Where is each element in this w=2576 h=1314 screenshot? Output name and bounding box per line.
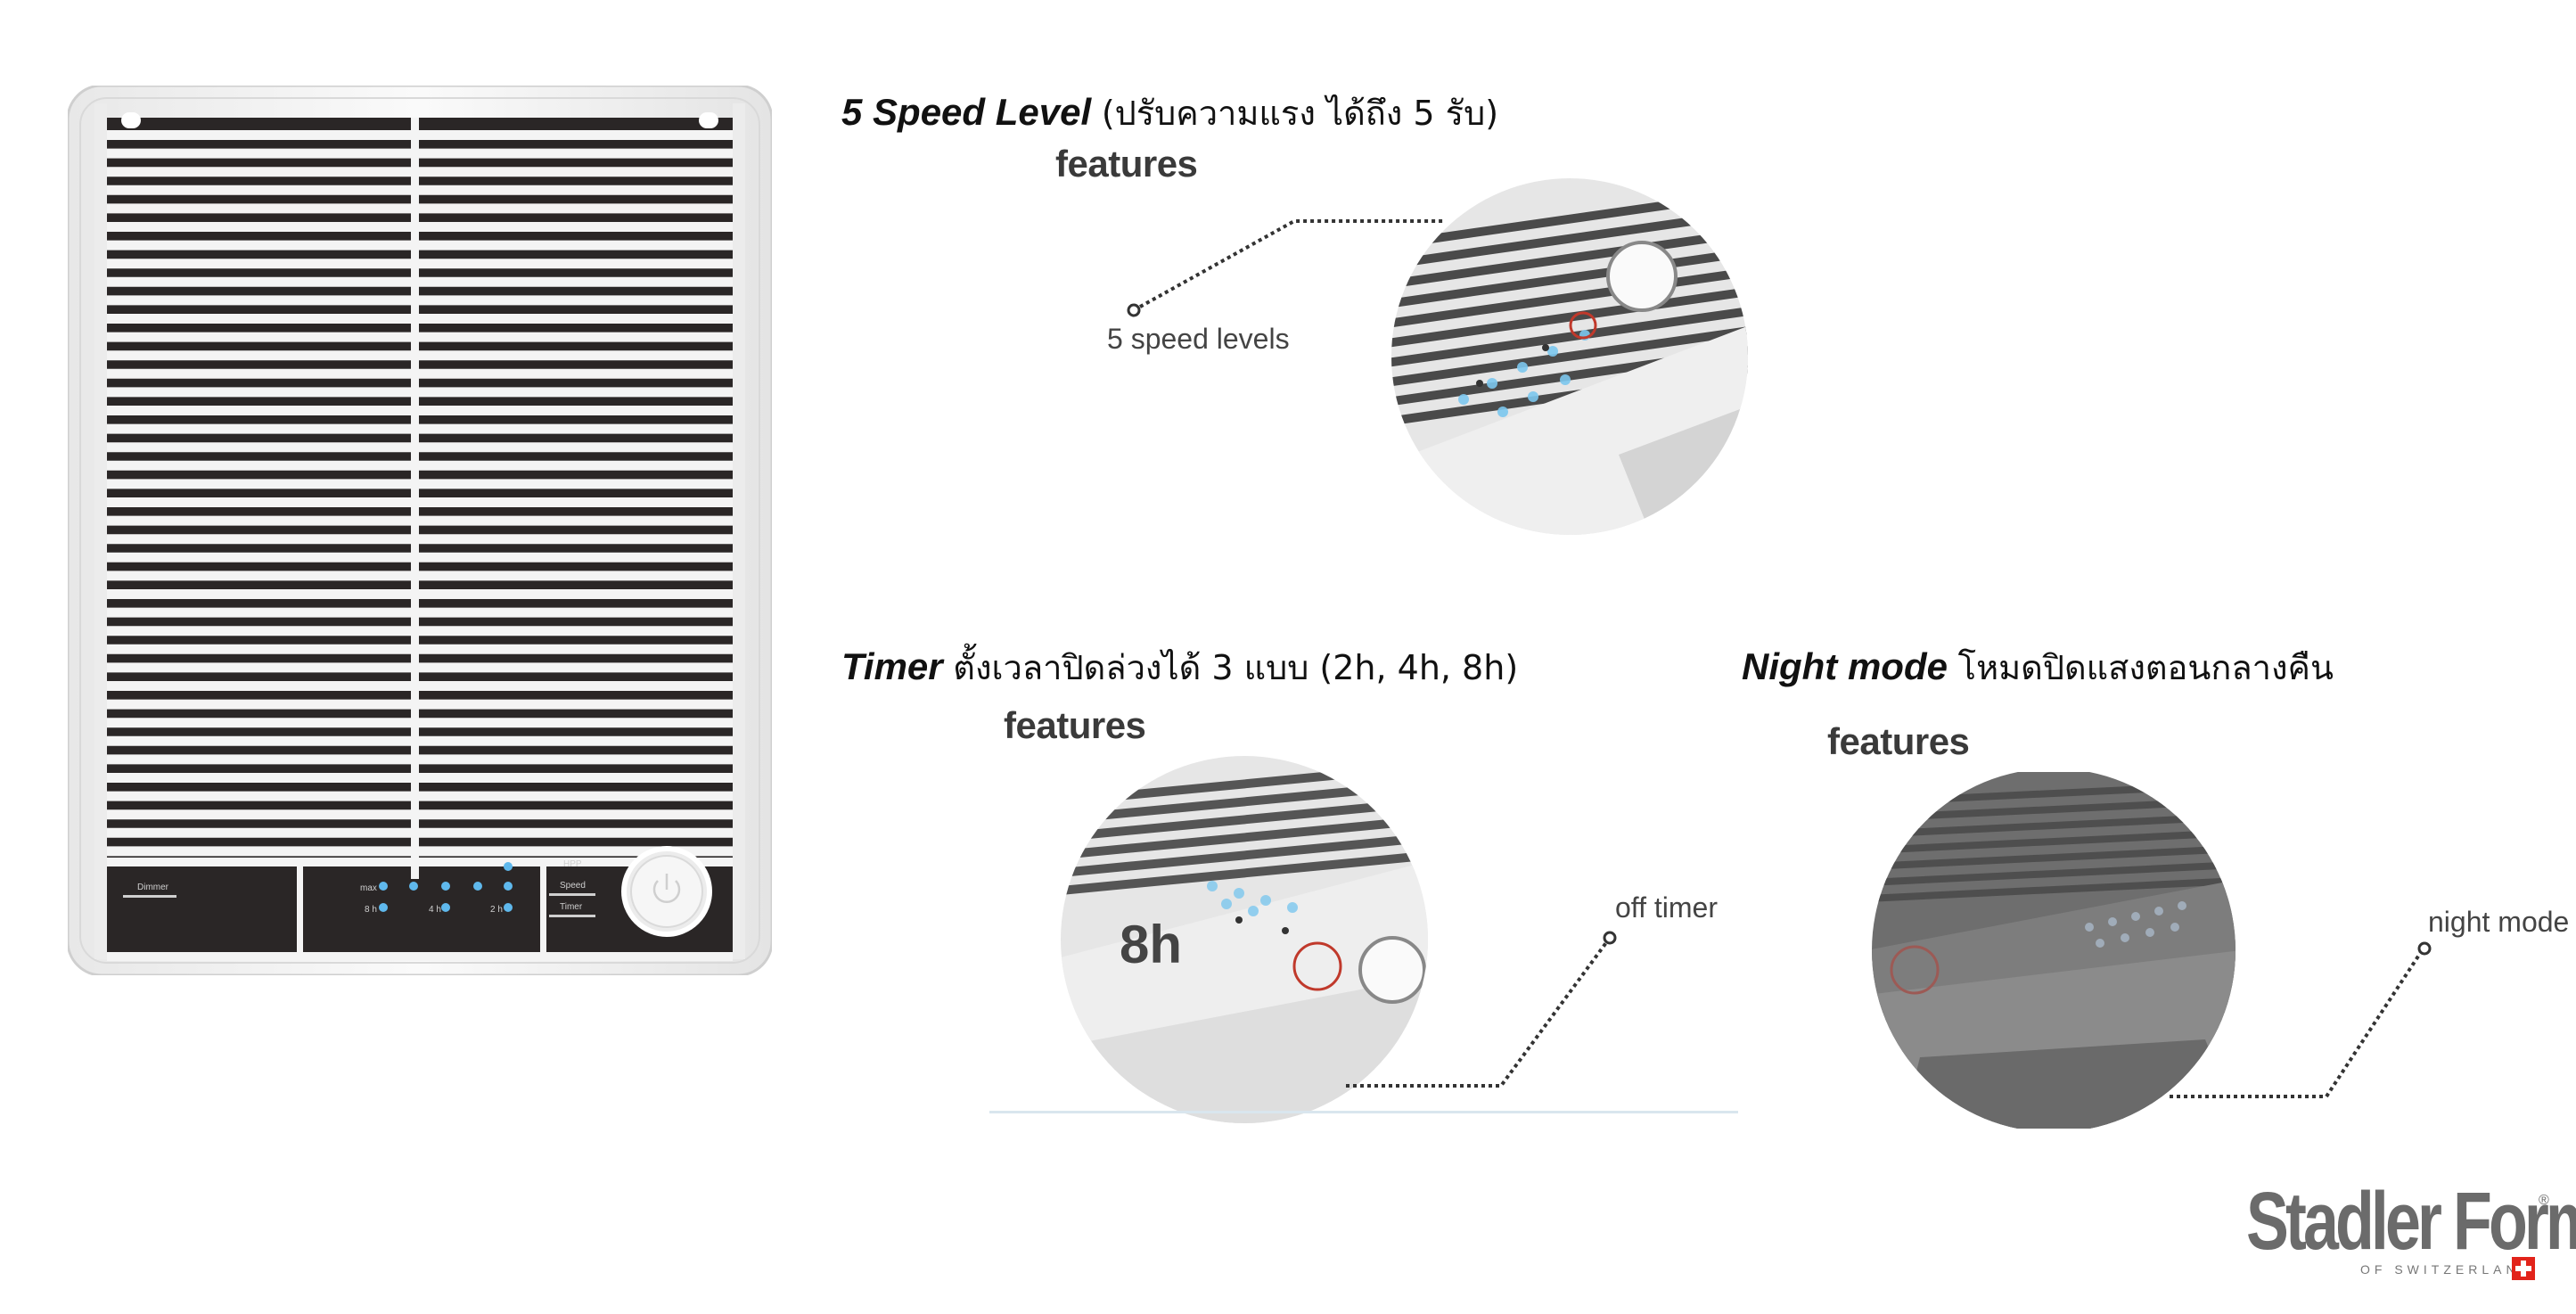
speed-callout-line xyxy=(1127,219,1444,317)
timer-display: 8h xyxy=(1120,915,1182,974)
speed-label: Speed xyxy=(560,881,586,891)
timer-title-th: ตั้งเวลาปิดล่วงได้ 3 แบบ (2h, 4h, 8h) xyxy=(953,648,1519,687)
timer-features-label: features xyxy=(1004,704,1146,746)
night-callout-line xyxy=(2170,941,2432,1098)
night-heading: Night mode โหมดปิดแสงตอนกลางคืน xyxy=(1742,640,2334,694)
night-title-th: โหมดปิดแสงตอนกลางคืน xyxy=(1957,648,2334,687)
timer-zoom-image: 8h xyxy=(1061,756,1428,1123)
max-label: max xyxy=(360,883,377,893)
speed-callout-label: 5 speed levels xyxy=(1107,323,1290,355)
speed-zoom-image xyxy=(1391,178,1748,535)
brand-logo: Stadler Form xyxy=(2246,1176,2576,1267)
speed-features-label: features xyxy=(1055,143,1198,185)
timer-8h-label: 8 h xyxy=(365,905,377,915)
night-title: Night mode xyxy=(1742,645,1948,687)
timer-callout-label: off timer xyxy=(1615,891,1718,924)
timer-title: Timer xyxy=(841,645,943,687)
night-zoom-image xyxy=(1872,772,2236,1129)
timer-callout-line xyxy=(1346,931,1617,1088)
power-button[interactable] xyxy=(621,846,712,937)
night-features-label: features xyxy=(1827,720,1970,762)
timer-label: Timer xyxy=(560,902,583,912)
speed-title: 5 Speed Level xyxy=(841,91,1092,133)
timer-heading: Timer ตั้งเวลาปิดล่วงได้ 3 แบบ (2h, 4h, … xyxy=(841,640,1518,694)
power-icon xyxy=(652,874,681,904)
timer-2h-label: 2 h xyxy=(490,905,503,915)
speed-heading: 5 Speed Level (ปรับความแรง ได้ถึง 5 รับ) xyxy=(841,86,1498,140)
swiss-flag-icon xyxy=(2512,1257,2535,1280)
timer-baseline xyxy=(989,1111,1738,1113)
night-callout-label: night mode xyxy=(2428,906,2570,938)
registered-mark: ® xyxy=(2539,1193,2549,1208)
air-purifier-image: Dimmer max 8 h 4 h 2 h HPP Speed Timer xyxy=(68,86,772,975)
timer-4h-label: 4 h xyxy=(429,905,441,915)
speed-title-th: (ปรับความแรง ได้ถึง 5 รับ) xyxy=(1101,94,1499,133)
dimmer-label: Dimmer xyxy=(137,883,169,892)
brand-subtitle: OF SWITZERLAND xyxy=(2360,1262,2533,1277)
control-panel: Dimmer max 8 h 4 h 2 h HPP Speed Timer xyxy=(123,846,712,937)
hpp-label: HPP xyxy=(563,859,582,869)
